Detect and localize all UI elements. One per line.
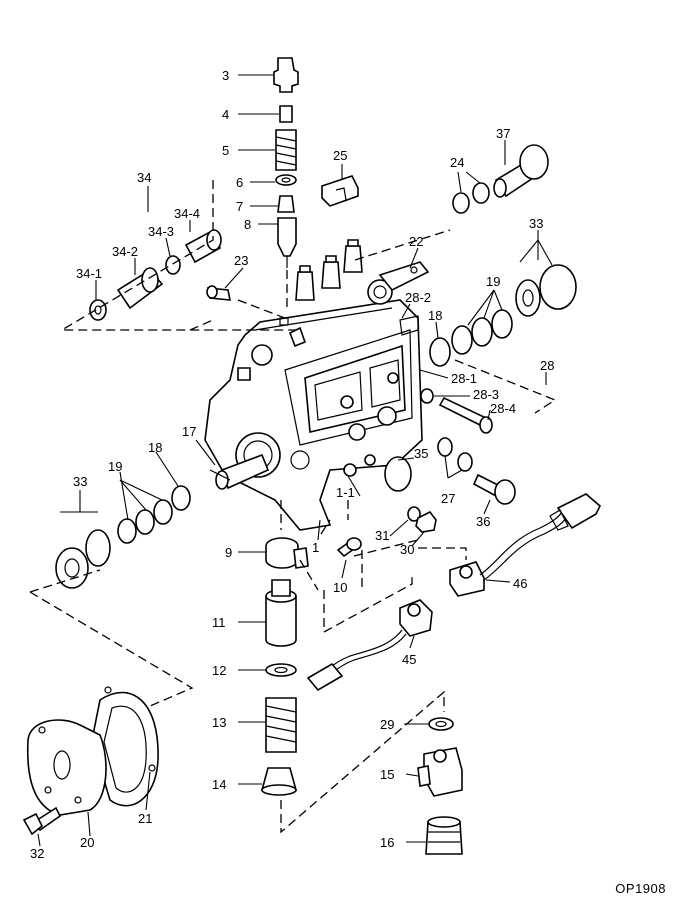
part-washer-34-1 xyxy=(89,299,107,321)
callout-10: 10 xyxy=(333,580,347,595)
callout-36: 36 xyxy=(476,514,490,529)
callout-11: 11 xyxy=(212,615,226,630)
callout-13: 13 xyxy=(212,715,226,730)
part-eye-bolt-37 xyxy=(493,144,549,198)
callout-15: 15 xyxy=(380,767,394,782)
part-plug-16 xyxy=(425,816,463,855)
part-o-ring-35 xyxy=(384,456,412,492)
part-lower-seat-14 xyxy=(260,767,298,796)
part-plunger-collar-9 xyxy=(265,537,309,569)
part-delivery-valve xyxy=(277,195,295,213)
callout-5: 5 xyxy=(222,143,229,158)
part-delivery-spring xyxy=(275,129,297,171)
part-plunger-spring-13 xyxy=(265,697,297,753)
callout-37: 37 xyxy=(496,126,510,141)
part-bearing-33-upper xyxy=(515,264,577,317)
callout-31: 31 xyxy=(375,528,389,543)
callout-4: 4 xyxy=(222,107,229,122)
callout-18-lower: 18 xyxy=(148,440,162,455)
callout-45: 45 xyxy=(402,652,416,667)
callout-35: 35 xyxy=(414,446,428,461)
part-valve-seat xyxy=(277,217,297,268)
part-cover-28-2 xyxy=(399,315,419,336)
callout-19-lower: 19 xyxy=(108,459,122,474)
part-washer-18-upper xyxy=(429,337,451,367)
part-plunger-11 xyxy=(265,579,297,647)
callout-32: 32 xyxy=(30,846,44,861)
part-tappet-15 xyxy=(417,747,463,797)
callout-7: 7 xyxy=(236,199,243,214)
part-washer-31 xyxy=(407,506,421,522)
part-washers-24 xyxy=(452,182,490,214)
callout-30: 30 xyxy=(400,542,414,557)
assembly-lines xyxy=(29,180,557,834)
callout-29: 29 xyxy=(380,717,394,732)
callout-33-lower: 33 xyxy=(73,474,87,489)
callout-1-1: 1-1 xyxy=(336,485,355,500)
callout-3: 3 xyxy=(222,68,229,83)
callout-1: 1 xyxy=(312,540,319,555)
callout-14: 14 xyxy=(212,777,226,792)
part-screw-23 xyxy=(206,285,231,301)
callouts: 3 4 5 6 7 8 34 34-4 34-3 34-2 34-1 23 25… xyxy=(30,68,554,861)
callout-28-4: 28-4 xyxy=(490,401,516,416)
callout-6: 6 xyxy=(236,175,243,190)
callout-34-3: 34-3 xyxy=(148,224,174,239)
callout-23: 23 xyxy=(234,253,248,268)
callout-28-2: 28-2 xyxy=(405,290,431,305)
callout-9: 9 xyxy=(225,545,232,560)
part-gasket-28-3 xyxy=(420,388,434,404)
part-nut-30 xyxy=(415,510,437,533)
callout-28-1: 28-1 xyxy=(451,371,477,386)
callout-21: 21 xyxy=(138,811,152,826)
drawing-code: OP1908 xyxy=(615,881,666,896)
part-plug-34-4 xyxy=(184,229,222,264)
callout-8: 8 xyxy=(244,217,251,232)
callout-16: 16 xyxy=(380,835,394,850)
callout-12: 12 xyxy=(212,663,226,678)
callout-19-upper: 19 xyxy=(486,274,500,289)
callout-25: 25 xyxy=(333,148,347,163)
part-delivery-valve-holder xyxy=(273,57,299,93)
callout-46: 46 xyxy=(513,576,527,591)
callout-34: 34 xyxy=(137,170,151,185)
callout-18-upper: 18 xyxy=(428,308,442,323)
callout-22: 22 xyxy=(409,234,423,249)
part-gasket-21 xyxy=(91,686,159,807)
part-gasket-6 xyxy=(275,174,297,186)
callout-33-upper: 33 xyxy=(529,216,543,231)
callout-34-1: 34-1 xyxy=(76,266,102,281)
part-washer-18-lower xyxy=(171,485,191,511)
part-bolt-28-4 xyxy=(438,396,493,434)
part-washer-34-3 xyxy=(165,255,181,275)
callout-28: 28 xyxy=(540,358,554,373)
pump-body xyxy=(204,239,423,531)
part-shims-19-lower xyxy=(117,499,173,544)
part-clamp-25 xyxy=(321,175,359,207)
part-fitting-34-2 xyxy=(116,267,164,310)
part-flange-20 xyxy=(26,719,107,816)
part-solenoid-45 xyxy=(306,599,433,692)
part-washers-27 xyxy=(437,437,473,472)
part-bolt-36 xyxy=(472,473,516,505)
callout-24: 24 xyxy=(450,155,464,170)
callout-20: 20 xyxy=(80,835,94,850)
callout-17: 17 xyxy=(182,424,196,439)
part-drive-shaft-17 xyxy=(209,469,231,481)
part-bearing-33-lower xyxy=(55,529,111,589)
part-sensor-46 xyxy=(449,493,601,597)
leader-lines xyxy=(37,74,553,847)
part-bolt-32 xyxy=(22,806,62,836)
part-screw-10 xyxy=(336,537,362,558)
part-gasket-29 xyxy=(428,717,454,731)
callout-28-3: 28-3 xyxy=(473,387,499,402)
callout-34-2: 34-2 xyxy=(112,244,138,259)
part-spring-seat-12 xyxy=(265,663,297,677)
part-spacer xyxy=(279,105,293,123)
part-lever-22 xyxy=(378,261,430,292)
part-shims-19-upper xyxy=(451,309,513,355)
callout-34-4: 34-4 xyxy=(174,206,200,221)
callout-27: 27 xyxy=(441,491,455,506)
